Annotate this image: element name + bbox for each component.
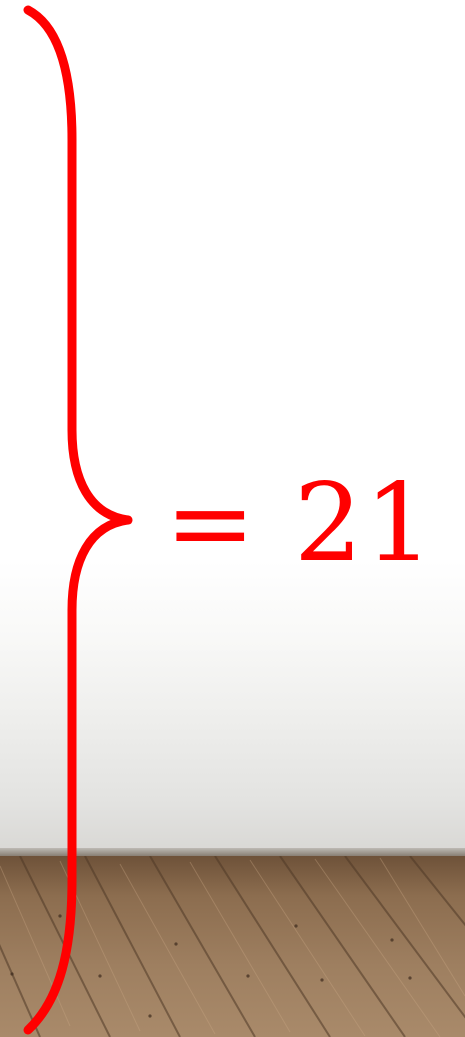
equation-result: = 21	[165, 461, 436, 586]
floor-planks	[0, 856, 465, 1037]
wall-background	[0, 0, 465, 855]
baseboard	[0, 848, 465, 858]
wood-floor	[0, 856, 465, 1037]
